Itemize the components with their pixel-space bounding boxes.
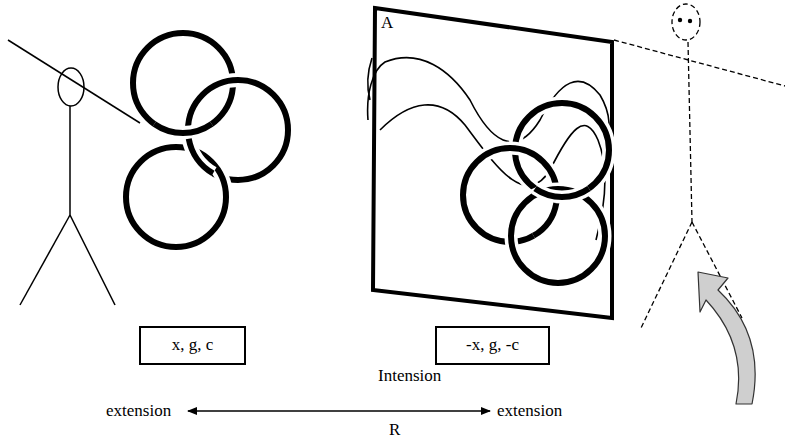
mirrored-borromean-rings — [463, 103, 609, 283]
mirror-plane — [373, 8, 612, 318]
relation-arrow — [188, 410, 490, 411]
property-box: -x, g, -c — [435, 326, 550, 365]
borromean-rings — [126, 33, 288, 247]
relation-label: R — [389, 420, 400, 440]
relation-label: Intension — [378, 366, 441, 386]
extension-label: extension — [106, 401, 171, 421]
box-text: x, g, c — [172, 335, 214, 355]
property-box: x, g, c — [139, 326, 246, 365]
face-marks — [678, 18, 692, 23]
plane-label: A — [381, 13, 393, 33]
extension-label: extension — [497, 401, 562, 421]
stick-figure — [8, 40, 140, 305]
rotation-arrow — [698, 272, 755, 404]
box-text: -x, g, -c — [466, 335, 519, 355]
